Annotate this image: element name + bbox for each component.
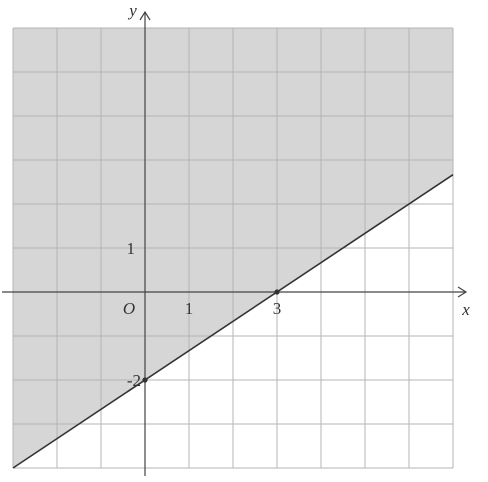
x-axis-arrow (457, 286, 468, 298)
line-layer (12, 173, 454, 469)
y-axis-label: y (127, 1, 137, 20)
intercept-point (274, 289, 280, 295)
x-tick-label-3: 3 (273, 299, 282, 318)
y-axis-arrow (139, 10, 151, 21)
x-axis-label: x (461, 300, 470, 319)
y-tick-label-neg2: -2 (127, 371, 141, 390)
labels-layer: x y O 1 3 1 -2 (123, 1, 470, 390)
boundary-line (12, 173, 454, 469)
points-layer (142, 289, 280, 383)
y-tick-label-1: 1 (127, 239, 136, 258)
intercept-point (142, 377, 148, 383)
axes-layer (2, 10, 468, 476)
x-tick-label-1: 1 (185, 299, 194, 318)
origin-label: O (123, 299, 135, 318)
